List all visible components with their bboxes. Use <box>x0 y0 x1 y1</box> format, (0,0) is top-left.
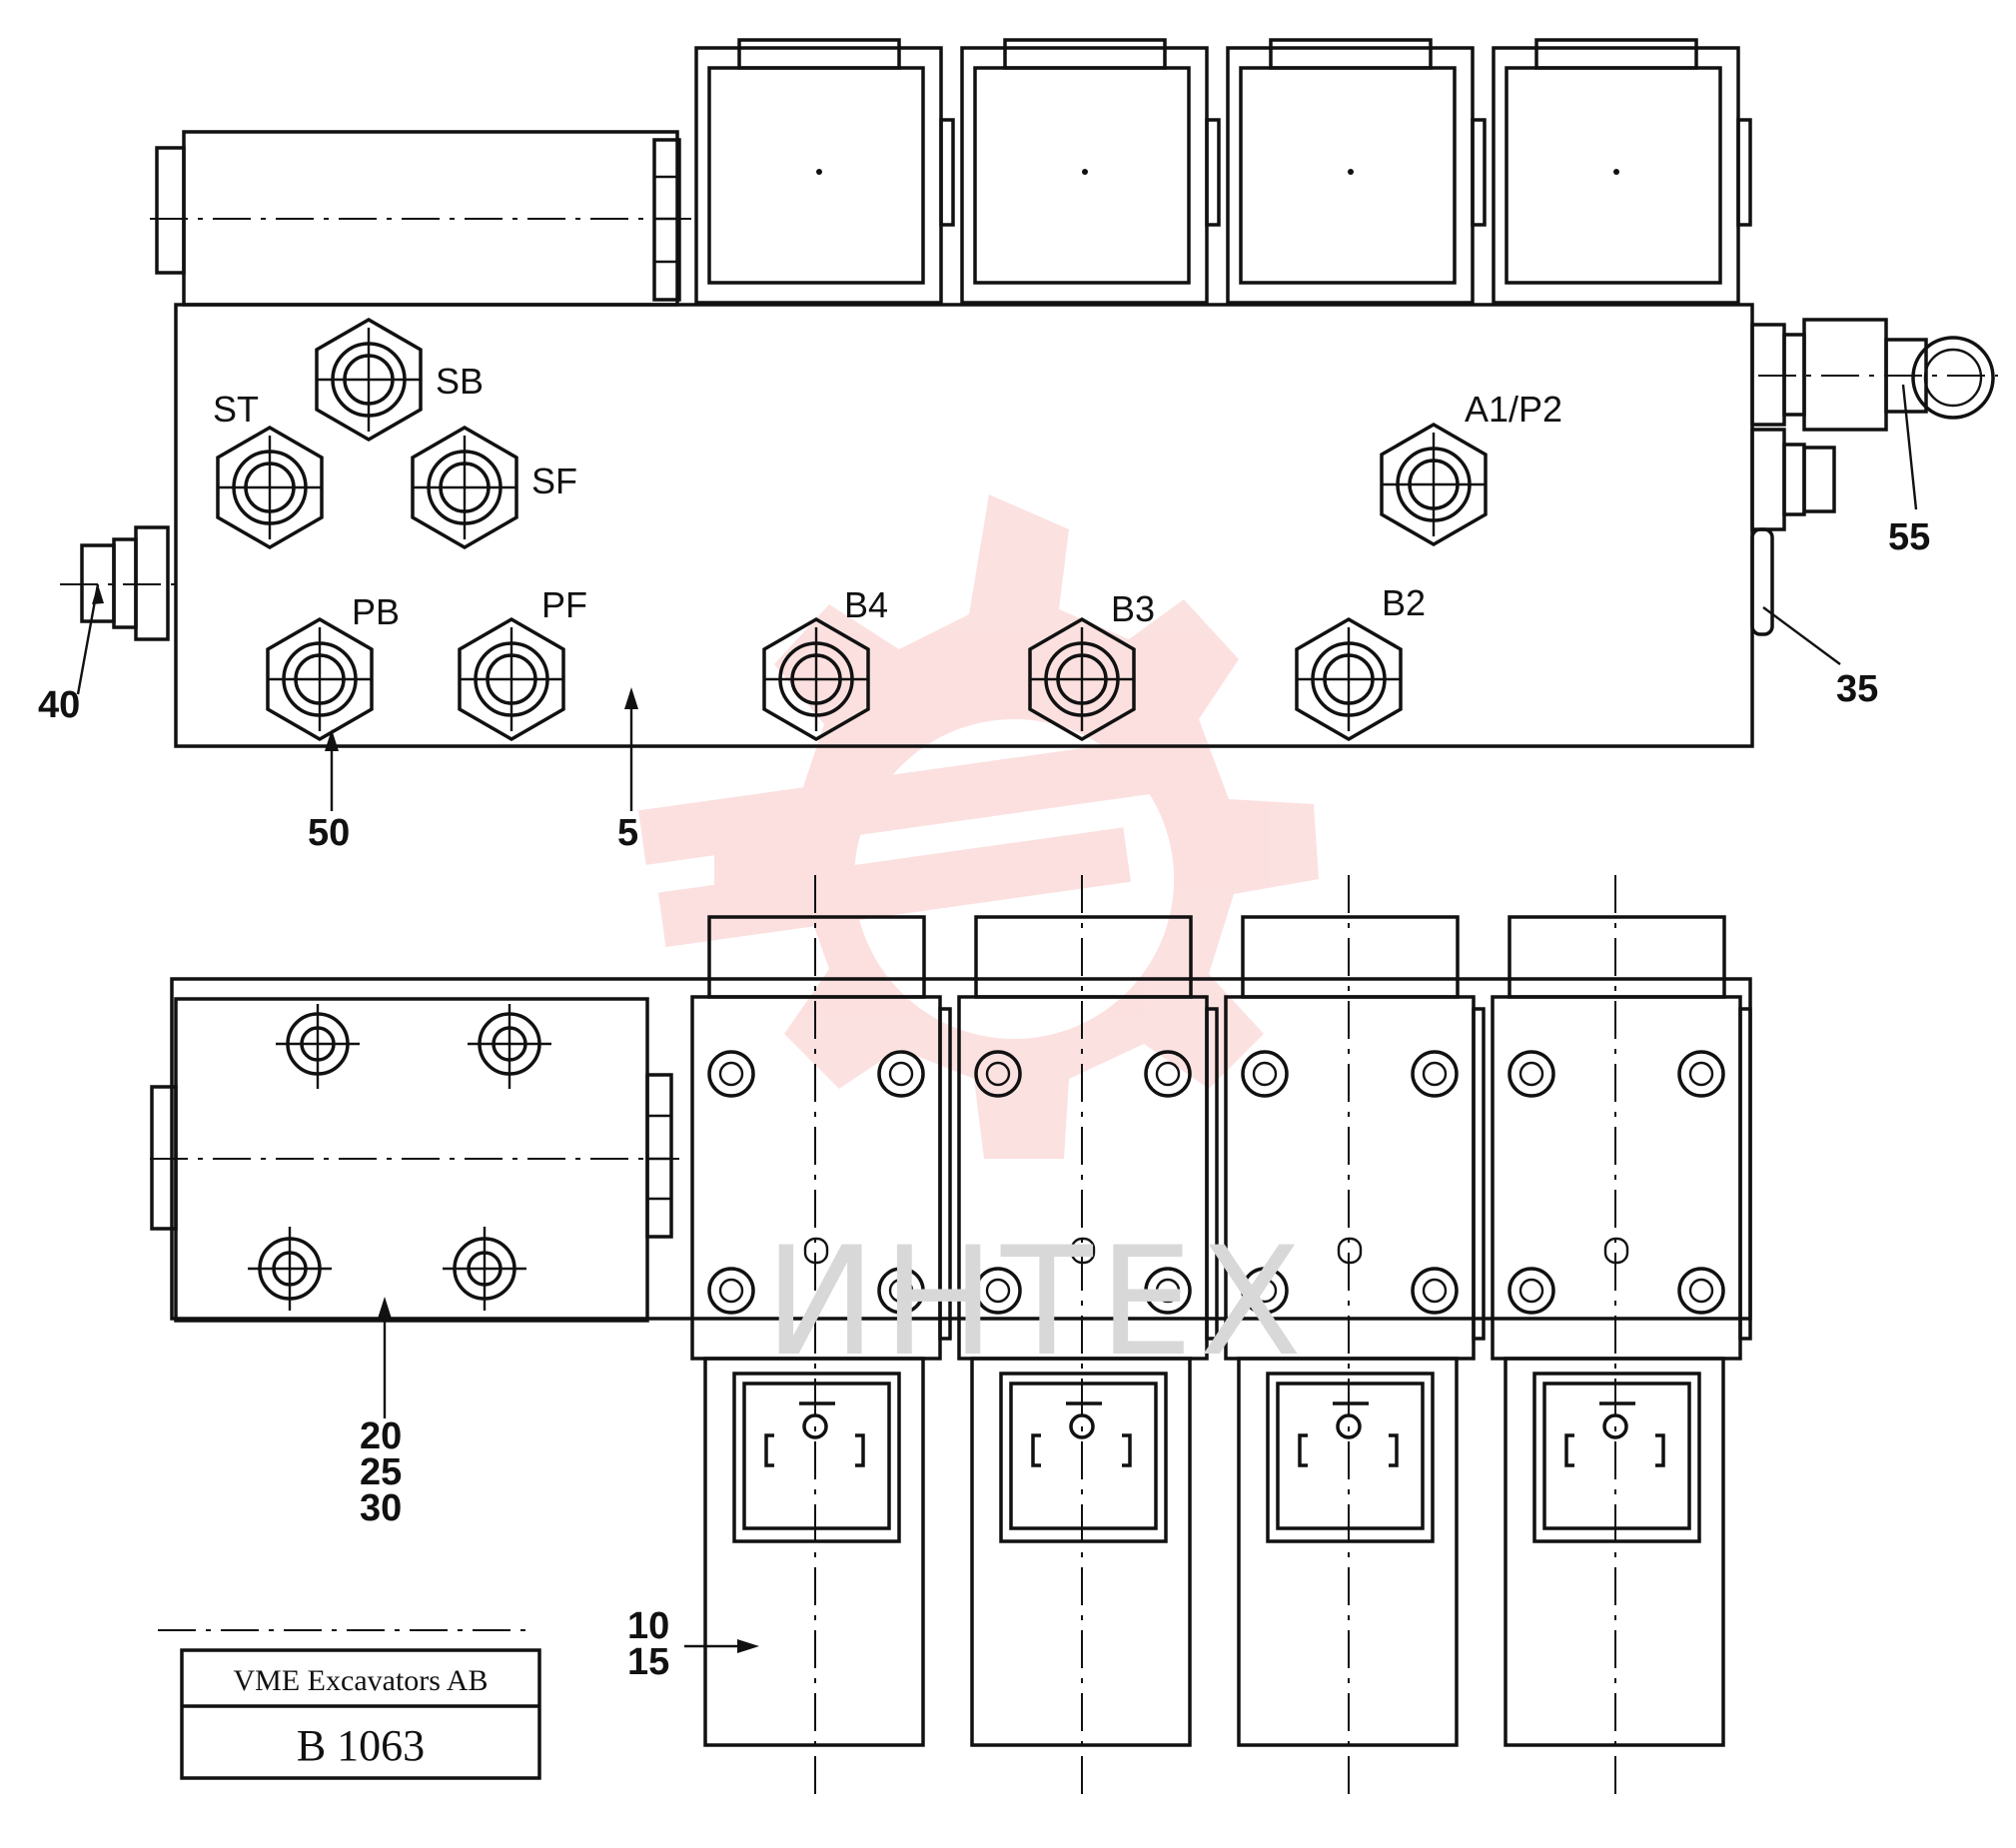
label-b3: B3 <box>1111 588 1155 629</box>
port-sb <box>315 317 423 443</box>
bolt-2 <box>468 1004 551 1089</box>
title-block-company: VME Excavators AB <box>234 1664 489 1697</box>
solenoid-head-1 <box>694 38 955 305</box>
callout-20: 20 <box>360 1415 402 1457</box>
solenoid-valve-2 <box>957 875 1219 1798</box>
watermark-text: ИНТЕХ <box>764 1216 1308 1389</box>
label-a1p2: A1/P2 <box>1465 389 1562 430</box>
label-sb: SB <box>436 361 484 402</box>
solenoid-valve-3 <box>1224 875 1486 1798</box>
bolt-3 <box>248 1227 332 1311</box>
port-a1p2 <box>1380 422 1488 547</box>
solenoid-head-4 <box>1492 38 1752 305</box>
left-plug-fitting <box>60 525 180 641</box>
right-plug-fitting <box>1750 428 1836 531</box>
label-sf: SF <box>531 461 577 501</box>
top-view: ST SB SF A1/P2 PB PF B4 B3 B2 40 50 5 35… <box>38 38 1998 854</box>
solenoid-valve-1 <box>690 875 952 1798</box>
callout-10: 10 <box>627 1605 669 1647</box>
right-side-port <box>1750 527 1774 636</box>
solenoid-valve-4 <box>1491 875 1752 1798</box>
port-pf <box>458 616 565 742</box>
solenoid-head-3 <box>1226 38 1487 305</box>
right-elbow-fitting <box>1750 318 1998 432</box>
label-b2: B2 <box>1382 582 1426 623</box>
label-pf: PF <box>541 584 587 625</box>
port-st <box>216 425 324 550</box>
port-sf <box>411 425 518 550</box>
callout-15: 15 <box>627 1641 669 1683</box>
callout-35: 35 <box>1836 668 1878 710</box>
callout-5: 5 <box>617 812 638 854</box>
title-block: VME Excavators AB B 1063 <box>158 1629 541 1780</box>
bolt-1 <box>276 1004 360 1089</box>
callout-25: 25 <box>360 1451 402 1493</box>
callout-30: 30 <box>360 1487 402 1529</box>
port-b4 <box>762 616 870 742</box>
label-b4: B4 <box>844 584 888 625</box>
solenoid-head-2 <box>960 38 1221 305</box>
callout-50: 50 <box>308 812 350 854</box>
port-b3 <box>1028 616 1136 742</box>
callout-55: 55 <box>1888 516 1930 558</box>
port-pb <box>266 616 374 742</box>
label-st: ST <box>213 389 259 430</box>
port-b2 <box>1295 616 1403 742</box>
title-block-drawing-number: B 1063 <box>297 1721 425 1770</box>
side-view: 20 25 30 10 15 <box>150 875 1752 1798</box>
bolt-4 <box>443 1227 526 1311</box>
label-pb: PB <box>352 591 400 632</box>
side-valve-body <box>150 997 679 1323</box>
callout-40: 40 <box>38 684 80 726</box>
